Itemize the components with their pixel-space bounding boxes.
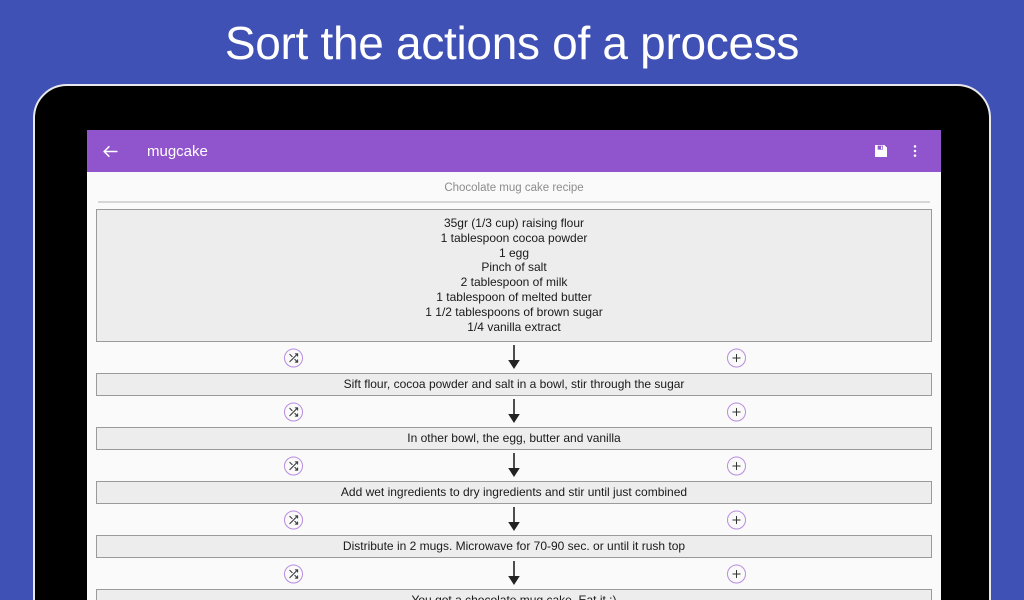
recipe-caption: Chocolate mug cake recipe — [444, 182, 584, 194]
tablet-screen: mugcake Chocolate mug cake recipe 35 — [87, 130, 941, 600]
shuffle-icon[interactable] — [284, 402, 303, 422]
step-row[interactable]: Distribute in 2 mugs. Microwave for 70-9… — [96, 535, 932, 559]
app-bar: mugcake — [87, 130, 941, 172]
step-connector — [96, 396, 932, 427]
back-arrow-icon[interactable] — [97, 138, 123, 164]
shuffle-icon[interactable] — [284, 564, 303, 584]
ingredient-line: 1 tablespoon cocoa powder — [440, 230, 588, 245]
ingredient-line: 1 egg — [498, 245, 530, 260]
step-connector — [96, 558, 932, 589]
ingredient-line: 1 1/2 tablespoons of brown sugar — [425, 304, 603, 319]
save-floppy-icon[interactable] — [867, 137, 895, 165]
step-row[interactable]: In other bowl, the egg, butter and vanil… — [96, 427, 932, 451]
arrow-down-icon — [506, 399, 522, 425]
step-connector — [96, 504, 932, 535]
recipe-content: Chocolate mug cake recipe 35gr (1/3 cup)… — [87, 172, 941, 600]
shuffle-icon[interactable] — [284, 510, 303, 530]
shuffle-icon[interactable] — [284, 348, 303, 368]
step-connector — [96, 450, 932, 481]
plus-circle-icon[interactable] — [727, 456, 746, 476]
ingredient-line: 1/4 vanilla extract — [467, 319, 561, 334]
promo-headline: Sort the actions of a process — [224, 17, 800, 69]
ingredient-line: Pinch of salt — [481, 260, 547, 275]
step-row[interactable]: Add wet ingredients to dry ingredients a… — [96, 481, 932, 505]
arrow-down-icon — [506, 345, 522, 371]
plus-circle-icon[interactable] — [727, 510, 746, 530]
ingredient-line: 1 tablespoon of melted butter — [436, 289, 592, 304]
ingredient-line: 35gr (1/3 cup) raising flour — [443, 216, 585, 230]
overflow-menu-icon[interactable] — [901, 137, 929, 165]
step-row[interactable]: You got a chocolate mug cake. Eat it :) — [96, 589, 932, 600]
plus-circle-icon[interactable] — [727, 402, 746, 422]
ingredients-box[interactable]: 35gr (1/3 cup) raising flour 1 tablespoo… — [96, 209, 932, 343]
step-row[interactable]: Sift flour, cocoa powder and salt in a b… — [96, 373, 932, 397]
arrow-down-icon — [506, 561, 522, 587]
app-bar-title: mugcake — [147, 142, 208, 160]
arrow-down-icon — [506, 507, 522, 533]
ingredient-line: 2 tablespoon of milk — [460, 275, 568, 290]
plus-circle-icon[interactable] — [727, 564, 746, 584]
plus-circle-icon[interactable] — [727, 348, 746, 368]
shuffle-icon[interactable] — [284, 456, 303, 476]
tablet-device-frame: mugcake Chocolate mug cake recipe 35 — [33, 84, 991, 600]
arrow-down-icon — [506, 453, 522, 479]
step-connector — [96, 342, 932, 373]
caption-divider — [98, 201, 930, 203]
